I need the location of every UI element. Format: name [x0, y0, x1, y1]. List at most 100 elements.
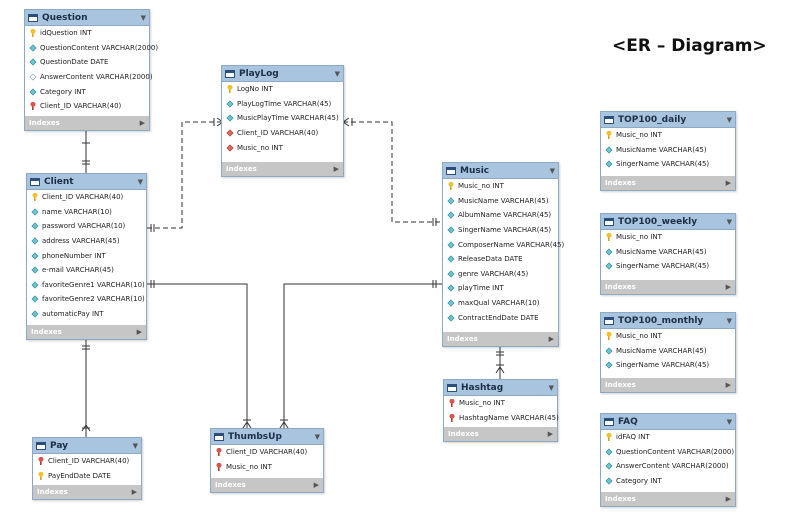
column-row[interactable]: Client_ID VARCHAR(40) [211, 445, 323, 460]
triangle-right-icon[interactable]: ▶ [725, 283, 731, 291]
triangle-right-icon[interactable]: ▶ [725, 381, 731, 389]
column-row[interactable]: Music_no INT [601, 230, 735, 245]
column-row[interactable]: Music_no INT [222, 140, 343, 155]
column-row[interactable]: SingerName VARCHAR(45) [601, 358, 735, 373]
indexes-section[interactable]: Indexes ▶ [601, 492, 735, 506]
column-row[interactable]: Music_no INT [444, 396, 557, 411]
entity-header[interactable]: Client ▼ [27, 174, 146, 190]
chevron-down-icon[interactable]: ▼ [726, 217, 732, 226]
entity-thumbsup[interactable]: ThumbsUp ▼ Client_ID VARCHAR(40)Music_no… [210, 428, 324, 493]
chevron-down-icon[interactable]: ▼ [314, 432, 320, 441]
chevron-down-icon[interactable]: ▼ [137, 177, 143, 186]
column-row[interactable]: Music_no INT [601, 128, 735, 143]
indexes-section[interactable]: Indexes ▶ [444, 427, 557, 441]
indexes-section[interactable]: Indexes ▶ [601, 176, 735, 190]
column-row[interactable]: password VARCHAR(10) [27, 219, 146, 234]
triangle-right-icon[interactable]: ▶ [136, 328, 142, 336]
indexes-section[interactable]: Indexes ▶ [443, 332, 558, 346]
column-row[interactable]: Client_ID VARCHAR(40) [33, 454, 141, 469]
column-row[interactable]: ContractEndDate DATE [443, 310, 558, 325]
entity-header[interactable]: ThumbsUp ▼ [211, 429, 323, 445]
column-row[interactable]: QuestionDate DATE [25, 55, 149, 70]
indexes-section[interactable]: Indexes ▶ [601, 280, 735, 294]
column-row[interactable]: SingerName VARCHAR(45) [601, 157, 735, 172]
entity-header[interactable]: TOP100_monthly ▼ [601, 313, 735, 329]
column-row[interactable]: MusicPlayTime VARCHAR(45) [222, 111, 343, 126]
column-row[interactable]: PlayLogTime VARCHAR(45) [222, 97, 343, 112]
column-row[interactable]: phoneNumber INT [27, 248, 146, 263]
entity-client[interactable]: Client ▼ Client_ID VARCHAR(40)name VARCH… [26, 173, 147, 340]
chevron-down-icon[interactable]: ▼ [548, 383, 554, 392]
column-row[interactable]: Client_ID VARCHAR(40) [25, 99, 149, 114]
chevron-down-icon[interactable]: ▼ [334, 69, 340, 78]
column-row[interactable]: QuestionContent VARCHAR(2000) [601, 445, 735, 460]
triangle-right-icon[interactable]: ▶ [333, 165, 339, 173]
column-row[interactable]: MusicName VARCHAR(45) [601, 344, 735, 359]
column-row[interactable]: address VARCHAR(45) [27, 234, 146, 249]
triangle-right-icon[interactable]: ▶ [548, 335, 554, 343]
indexes-section[interactable]: Indexes ▶ [211, 478, 323, 492]
triangle-right-icon[interactable]: ▶ [131, 488, 137, 496]
indexes-section[interactable]: Indexes ▶ [25, 116, 149, 130]
column-row[interactable]: Music_no INT [601, 329, 735, 344]
column-row[interactable]: SingerName VARCHAR(45) [601, 259, 735, 274]
column-row[interactable]: automaticPay INT [27, 307, 146, 322]
triangle-right-icon[interactable]: ▶ [725, 495, 731, 503]
indexes-section[interactable]: Indexes ▶ [222, 162, 343, 176]
column-row[interactable]: LogNo INT [222, 82, 343, 97]
column-row[interactable]: genre VARCHAR(45) [443, 267, 558, 282]
triangle-right-icon[interactable]: ▶ [313, 481, 319, 489]
entity-header[interactable]: Pay ▼ [33, 438, 141, 454]
column-row[interactable]: ComposerName VARCHAR(45) [443, 237, 564, 252]
indexes-section[interactable]: Indexes ▶ [601, 378, 735, 392]
entity-pay[interactable]: Pay ▼ Client_ID VARCHAR(40)PayEndDate DA… [32, 437, 142, 500]
column-row[interactable]: e-mail VARCHAR(45) [27, 263, 146, 278]
column-row[interactable]: idQuestion INT [25, 26, 149, 41]
chevron-down-icon[interactable]: ▼ [726, 115, 732, 124]
column-row[interactable]: MusicName VARCHAR(45) [601, 245, 735, 260]
chevron-down-icon[interactable]: ▼ [726, 316, 732, 325]
column-row[interactable]: Music_no INT [443, 179, 558, 194]
indexes-section[interactable]: Indexes ▶ [27, 325, 146, 339]
column-row[interactable]: PayEndDate DATE [33, 469, 141, 484]
entity-header[interactable]: Question ▼ [25, 10, 149, 26]
column-row[interactable]: AlbumName VARCHAR(45) [443, 208, 558, 223]
column-row[interactable]: MusicName VARCHAR(45) [443, 194, 558, 209]
column-row[interactable]: maxQual VARCHAR(10) [443, 296, 558, 311]
chevron-down-icon[interactable]: ▼ [549, 166, 555, 175]
column-row[interactable]: name VARCHAR(10) [27, 205, 146, 220]
column-row[interactable]: Category INT [601, 474, 735, 489]
column-row[interactable]: idFAQ INT [601, 430, 735, 445]
column-row[interactable]: Category INT [25, 84, 149, 99]
entity-header[interactable]: PlayLog ▼ [222, 66, 343, 82]
column-row[interactable]: Client_ID VARCHAR(40) [27, 190, 146, 205]
column-row[interactable]: AnswerContent VARCHAR(2000) [25, 70, 153, 85]
column-row[interactable]: QuestionContent VARCHAR(2000) [25, 41, 158, 56]
entity-header[interactable]: TOP100_weekly ▼ [601, 214, 735, 230]
chevron-down-icon[interactable]: ▼ [140, 13, 146, 22]
chevron-down-icon[interactable]: ▼ [132, 441, 138, 450]
entity-header[interactable]: FAQ ▼ [601, 414, 735, 430]
triangle-right-icon[interactable]: ▶ [139, 119, 145, 127]
chevron-down-icon[interactable]: ▼ [726, 417, 732, 426]
column-row[interactable]: playTime INT [443, 281, 558, 296]
column-row[interactable]: ReleaseData DATE [443, 252, 558, 267]
column-row[interactable]: SingerName VARCHAR(45) [443, 223, 558, 238]
triangle-right-icon[interactable]: ▶ [725, 179, 731, 187]
entity-header[interactable]: Music ▼ [443, 163, 558, 179]
indexes-section[interactable]: Indexes ▶ [33, 485, 141, 499]
entity-header[interactable]: TOP100_daily ▼ [601, 112, 735, 128]
column-row[interactable]: MusicName VARCHAR(45) [601, 143, 735, 158]
column-row[interactable]: AnswerContent VARCHAR(2000) [601, 459, 735, 474]
triangle-right-icon[interactable]: ▶ [547, 430, 553, 438]
column-row[interactable]: Client_ID VARCHAR(40) [222, 126, 343, 141]
column-row[interactable]: favoriteGenre1 VARCHAR(10) [27, 278, 146, 293]
column-row[interactable]: favoriteGenre2 VARCHAR(10) [27, 292, 146, 307]
